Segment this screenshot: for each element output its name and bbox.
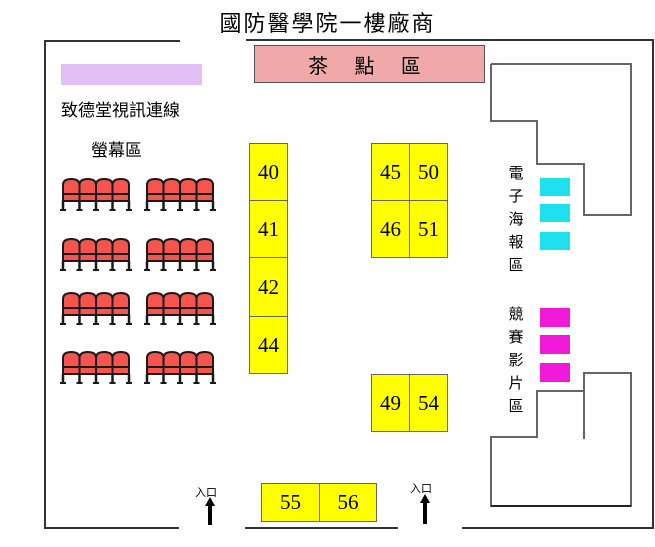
seat: [146, 237, 165, 262]
seat: [78, 291, 97, 316]
theater-seat-row-icon: [144, 291, 216, 325]
seat: [162, 237, 181, 262]
seat: [146, 177, 165, 202]
seat: [179, 291, 198, 316]
poster-area-label: 電 子 海 報 區: [507, 162, 525, 277]
video-screen: [61, 64, 202, 85]
poster-board[interactable]: [540, 178, 570, 196]
seat: [62, 237, 81, 262]
seat: [162, 177, 181, 202]
seat: [95, 177, 114, 202]
wall-right: [652, 39, 654, 528]
label-char: 片: [508, 374, 524, 392]
arrow-up-icon: [420, 494, 430, 524]
seat: [78, 237, 97, 262]
theater-seat-row-icon: [144, 237, 216, 271]
theater-seat-row-icon: [60, 350, 132, 384]
seat: [195, 291, 214, 316]
seat: [95, 291, 114, 316]
theater-seat-row-icon: [60, 237, 132, 271]
wall-top-right: [246, 39, 654, 41]
seat: [62, 177, 81, 202]
seat: [95, 350, 114, 375]
entrance-label-left: 入口: [195, 486, 217, 499]
seat: [78, 177, 97, 202]
booth-46[interactable]: 46: [371, 200, 410, 258]
label-char: 子: [508, 187, 524, 205]
booth-40[interactable]: 40: [249, 143, 288, 201]
label-char: 報: [508, 233, 524, 251]
seat: [111, 291, 130, 316]
label-char: 區: [508, 256, 524, 274]
booth-50[interactable]: 50: [409, 143, 448, 201]
seat: [195, 177, 214, 202]
theater-seat-row-icon: [60, 291, 132, 325]
wall-bottom-middle: [245, 527, 398, 529]
arrow-up-icon: [205, 497, 215, 525]
seat: [179, 177, 198, 202]
wall-top-left: [44, 40, 180, 42]
seat: [162, 291, 181, 316]
seat: [111, 177, 130, 202]
theater-seat-row-icon: [60, 177, 132, 211]
video-link-label: 致德堂視訊連線: [61, 101, 180, 121]
seat: [62, 350, 81, 375]
booth-55[interactable]: 55: [261, 483, 320, 522]
seat: [162, 350, 181, 375]
video-screen-board[interactable]: [540, 363, 570, 382]
seat: [179, 237, 198, 262]
booth-41[interactable]: 41: [249, 200, 288, 258]
wall-bottom-right: [462, 527, 654, 529]
seat: [179, 350, 198, 375]
label-char: 賽: [508, 328, 524, 346]
wall-bottom-left: [44, 527, 179, 529]
video-screen-board[interactable]: [540, 335, 570, 354]
screen-area-label: 螢幕區: [91, 141, 142, 161]
seat: [111, 350, 130, 375]
page-title: 國防醫學院一樓廠商: [219, 12, 436, 37]
label-char: 影: [508, 351, 524, 369]
seat: [62, 291, 81, 316]
partition-walls: [490, 63, 632, 507]
label-char: 電: [508, 164, 524, 182]
seat: [146, 350, 165, 375]
booth-44[interactable]: 44: [249, 316, 288, 374]
tea-area: 茶 點 區: [254, 45, 485, 83]
booth-45[interactable]: 45: [371, 143, 410, 201]
seat: [195, 237, 214, 262]
booth-51[interactable]: 51: [409, 200, 448, 258]
wall-left: [44, 40, 46, 528]
seat: [95, 237, 114, 262]
entrance-label-right: 入口: [410, 482, 432, 495]
label-char: 競: [508, 305, 524, 323]
seat: [195, 350, 214, 375]
upper-partition: [490, 63, 632, 216]
booth-54[interactable]: 54: [409, 374, 448, 432]
theater-seat-row-icon: [144, 177, 216, 211]
label-char: 區: [508, 397, 524, 415]
poster-board[interactable]: [540, 204, 570, 222]
seat: [111, 237, 130, 262]
poster-board[interactable]: [540, 232, 570, 250]
seat: [146, 291, 165, 316]
label-char: 海: [508, 210, 524, 228]
theater-seat-row-icon: [144, 350, 216, 384]
booth-56[interactable]: 56: [319, 483, 377, 522]
video-area-label: 競 賽 影 片 區: [507, 303, 525, 418]
booth-42[interactable]: 42: [249, 257, 288, 317]
video-screen-board[interactable]: [540, 308, 570, 327]
seat: [78, 350, 97, 375]
booth-49[interactable]: 49: [371, 374, 410, 432]
